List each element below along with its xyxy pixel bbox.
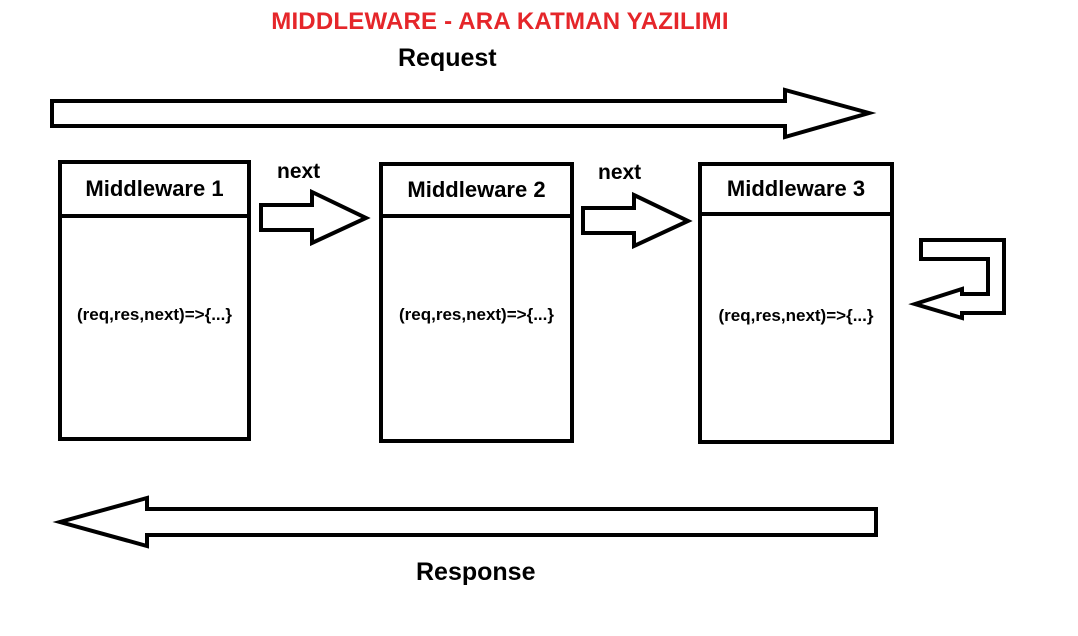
middleware-box-1: Middleware 1 (req,res,next)=>{...} (58, 160, 251, 441)
middleware-1-signature: (req,res,next)=>{...} (77, 305, 232, 324)
middleware-box-3: Middleware 3 (req,res,next)=>{...} (698, 162, 894, 444)
middleware-1-title: Middleware 1 (62, 164, 247, 218)
middleware-2-title: Middleware 2 (383, 166, 570, 218)
middleware-box-2: Middleware 2 (req,res,next)=>{...} (379, 162, 574, 443)
middleware-3-title: Middleware 3 (702, 166, 890, 216)
middleware-3-signature: (req,res,next)=>{...} (718, 306, 874, 325)
diagram-title: MIDDLEWARE - ARA KATMAN YAZILIMI (271, 8, 729, 35)
next-label-1: next (277, 160, 321, 183)
middleware-2-signature: (req,res,next)=>{...} (399, 305, 554, 324)
request-label: Request (398, 44, 497, 72)
next-label-2: next (598, 161, 642, 184)
response-label: Response (416, 558, 536, 586)
